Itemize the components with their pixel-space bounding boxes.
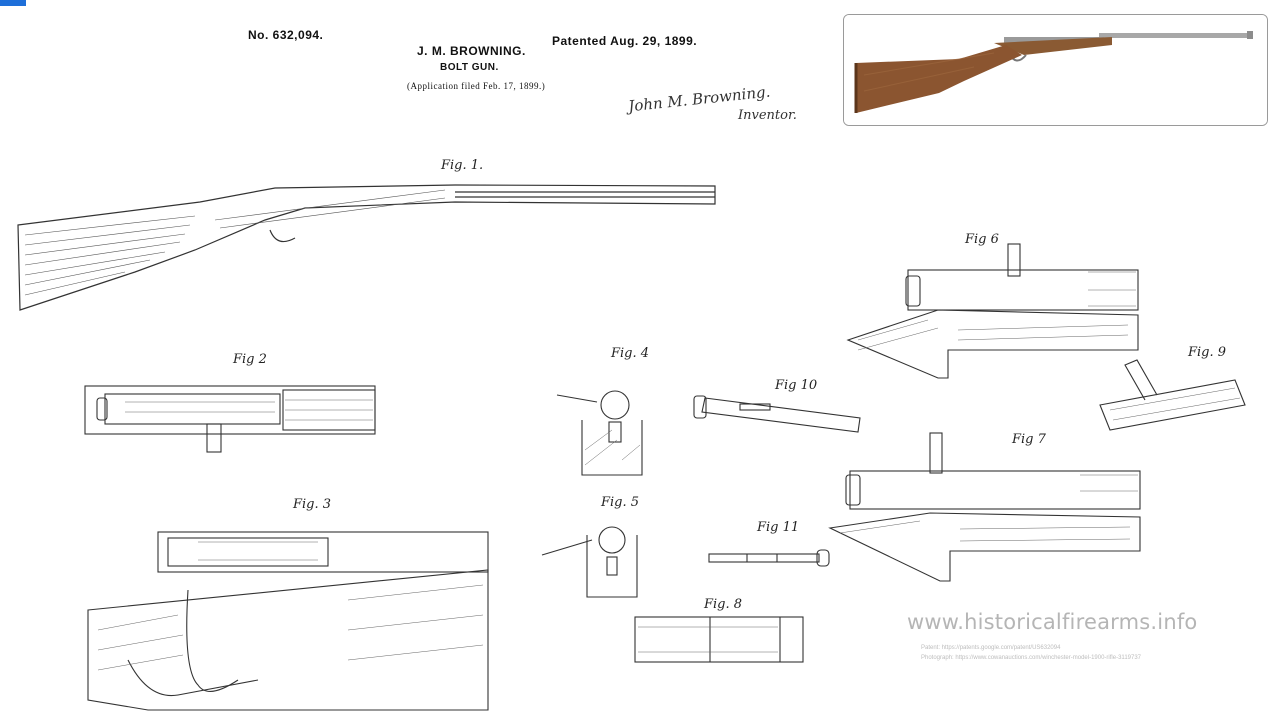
patent-credit: Patent: https://patents.google.com/paten… (921, 645, 1061, 651)
fig1-label: Fig. 1. (441, 158, 484, 173)
inventor-name: J. M. BROWNING. (417, 44, 526, 58)
fig11-label: Fig 11 (757, 520, 800, 535)
fig2-label: Fig 2 (233, 352, 267, 367)
fig10-label: Fig 10 (775, 378, 818, 393)
fig5-drawing (541, 526, 638, 598)
fig4-label: Fig. 4 (611, 346, 650, 361)
fig1-rifle-drawing (17, 184, 716, 311)
fig6-label: Fig 6 (965, 232, 999, 247)
invention-title: BOLT GUN. (440, 62, 499, 73)
fig3-drawing (87, 531, 489, 711)
fig8-label: Fig. 8 (704, 597, 743, 612)
site-watermark: www.historicalfirearms.info (907, 610, 1198, 634)
rifle-photo (843, 14, 1268, 126)
corner-tab (0, 0, 26, 6)
fig8-drawing (634, 616, 804, 663)
application-date: (Application filed Feb. 17, 1899.) (407, 81, 546, 91)
patent-number: No. 632,094. (248, 28, 324, 42)
fig7-drawing (828, 432, 1141, 582)
signature-role: Inventor. (738, 108, 797, 123)
fig10-drawing (693, 395, 861, 433)
fig7-label: Fig 7 (1012, 432, 1046, 447)
photo-credit: Photograph: https://www.cowanauctions.co… (921, 655, 1142, 661)
fig6-drawing (846, 243, 1139, 379)
patented-date: Patented Aug. 29, 1899. (552, 34, 698, 48)
fig9-drawing (1099, 359, 1246, 431)
fig9-label: Fig. 9 (1188, 345, 1227, 360)
fig2-drawing (84, 385, 376, 453)
fig4-drawing (556, 390, 643, 476)
fig3-label: Fig. 3 (293, 497, 332, 512)
rifle-photo-illustration (844, 15, 1267, 125)
fig11-drawing (708, 549, 830, 567)
fig5-label: Fig. 5 (601, 495, 640, 510)
